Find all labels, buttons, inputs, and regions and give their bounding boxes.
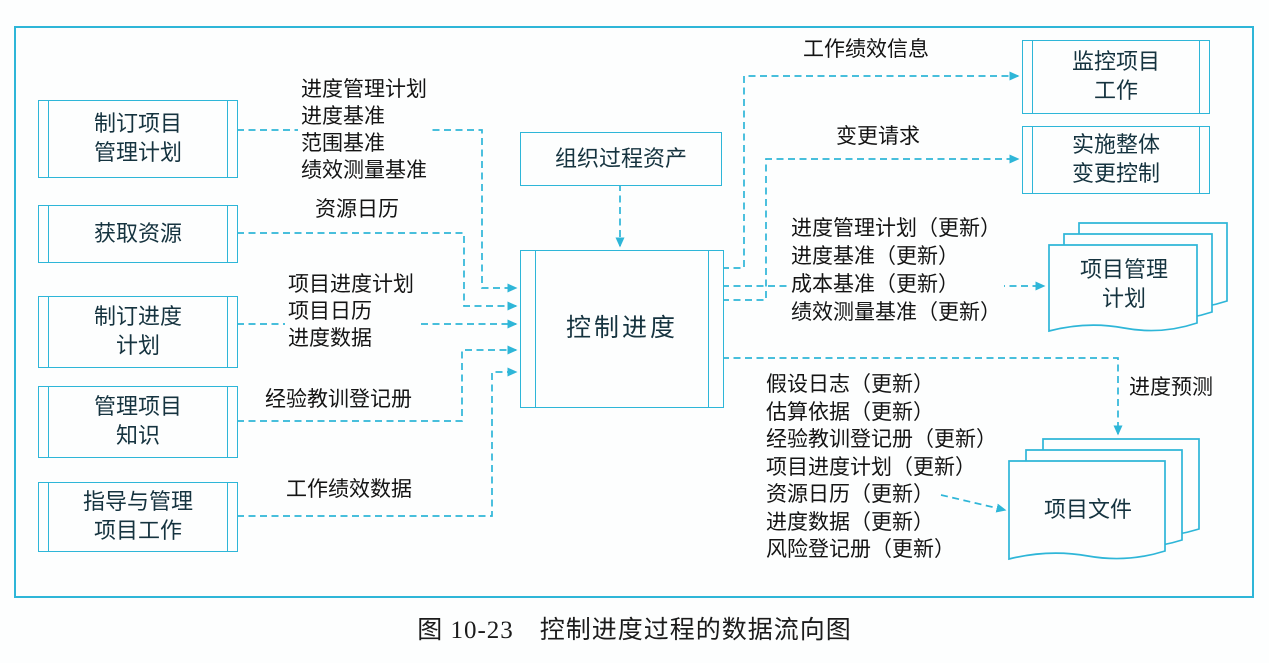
process-box-develop-project-management-plan: 制订项目 管理计划 bbox=[38, 100, 238, 178]
doc-label-project-documents: 项目文件 bbox=[1043, 497, 1132, 522]
flow-arrow-change-requests bbox=[722, 154, 1020, 301]
flow-arrow-lessons-learned bbox=[237, 345, 518, 422]
label-lessons-learned-register: 经验教训登记册 bbox=[262, 386, 415, 413]
label-pm-plan-updates: 进度管理计划（更新） 进度基准（更新） 成本基准（更新） 绩效测量基准（更新） bbox=[788, 214, 1004, 326]
process-box-develop-schedule: 制订进度 计划 bbox=[38, 296, 238, 368]
label-pm-plan-inputs: 进度管理计划 进度基准 范围基准 绩效测量基准 bbox=[298, 76, 430, 184]
flow-arrow-pm-plan-inputs bbox=[237, 129, 518, 293]
document-stack-icon bbox=[1048, 222, 1228, 333]
label-work-performance-data: 工作绩效数据 bbox=[283, 476, 415, 503]
process-box-monitor-control-project-work: 监控项目 工作 bbox=[1022, 40, 1210, 114]
process-box-direct-manage-project-work: 指导与管理 项目工作 bbox=[38, 482, 238, 552]
document-stack-icon bbox=[1008, 438, 1200, 561]
label-change-requests: 变更请求 bbox=[833, 123, 923, 150]
label-schedule-inputs: 项目进度计划 项目日历 进度数据 bbox=[285, 271, 417, 352]
flow-arrow-schedule-forecasts bbox=[722, 357, 1123, 436]
label-project-documents-updates: 假设日志（更新） 估算依据（更新） 经验教训登记册（更新） 项目进度计划（更新）… bbox=[763, 371, 1000, 564]
process-box-acquire-resources: 获取资源 bbox=[38, 205, 238, 263]
figure-caption: 图 10-23 控制进度过程的数据流向图 bbox=[417, 617, 852, 644]
process-box-perform-integrated-change-control: 实施整体 变更控制 bbox=[1022, 126, 1210, 194]
flow-arrow-document-updates bbox=[940, 494, 1007, 513]
label-schedule-forecasts: 进度预测 bbox=[1126, 374, 1216, 401]
doc-project-documents: 项目文件 bbox=[1008, 438, 1208, 574]
box-organizational-process-assets: 组织过程资产 bbox=[520, 132, 722, 186]
diagram-frame bbox=[14, 26, 1254, 598]
doc-label-project-management-plan: 项目管理 计划 bbox=[1079, 257, 1168, 311]
label-resource-calendars: 资源日历 bbox=[312, 196, 402, 223]
label-work-performance-information: 工作绩效信息 bbox=[800, 36, 932, 63]
doc-project-management-plan: 项目管理 计划 bbox=[1048, 222, 1230, 342]
process-box-control-schedule: 控制进度 bbox=[520, 250, 724, 408]
flow-arrow-work-performance-info bbox=[722, 71, 1020, 269]
process-box-manage-project-knowledge: 管理项目 知识 bbox=[38, 386, 238, 458]
flow-arrow-resource-calendars bbox=[237, 232, 518, 311]
flow-arrow-work-performance-data bbox=[237, 367, 518, 517]
